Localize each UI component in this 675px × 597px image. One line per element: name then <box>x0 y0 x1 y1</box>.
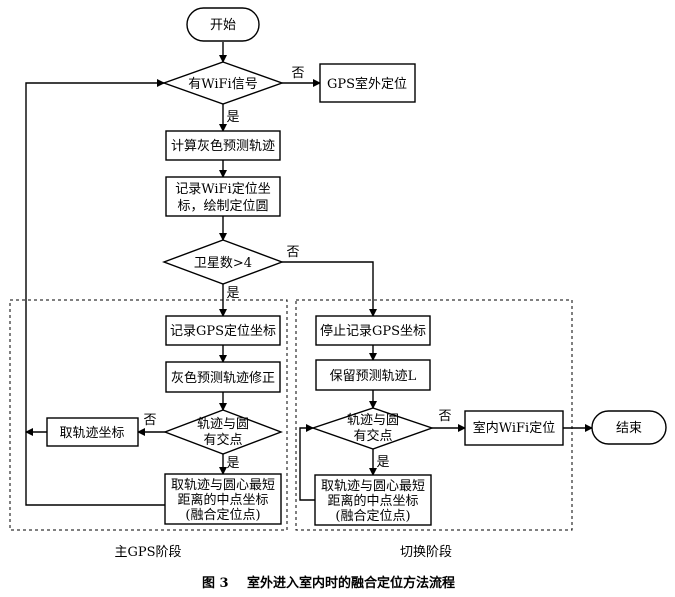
end-node <box>591 410 667 445</box>
intersect-right-label-1: 轨迹与圆 <box>347 413 399 428</box>
satellite-decision <box>161 239 285 285</box>
start-label: 开始 <box>210 18 236 33</box>
edge-label-yes-left: 是 <box>226 456 239 471</box>
fuse-right-node <box>314 474 432 526</box>
edge-label-no-right: 否 <box>438 409 451 424</box>
fuse-right-label-1: 取轨迹与圆心最短 <box>321 479 425 494</box>
fuse-left-label-3: (融合定位点) <box>185 508 260 523</box>
grey-correct-node <box>165 361 281 393</box>
satellite-decision-label: 卫星数>4 <box>194 256 252 271</box>
main-gps-region <box>9 299 288 531</box>
edge-label-no-left: 否 <box>143 413 156 428</box>
grey-predict-node <box>165 130 281 161</box>
edge-label-yes-wifi: 是 <box>226 110 239 125</box>
gps-outdoor-node <box>319 63 416 103</box>
record-wifi-label-2: 标，绘制定位圆 <box>177 199 268 214</box>
fuse-left-label-1: 取轨迹与圆心最短 <box>171 478 275 493</box>
indoor-wifi-label: 室内WiFi定位 <box>473 420 555 436</box>
wifi-decision <box>161 61 285 105</box>
grey-predict-label: 计算灰色预测轨迹 <box>171 138 275 154</box>
fuse-right-label-2: 距离的中点坐标 <box>327 493 418 509</box>
intersect-left-decision <box>163 409 283 455</box>
record-wifi-label-1: 记录WiFi定位坐 <box>175 182 270 197</box>
edge-loop-back <box>25 79 165 506</box>
fuse-left-node <box>164 473 282 525</box>
stop-gps-label: 停止记录GPS坐标 <box>320 323 426 339</box>
intersect-left-label-2: 有交点 <box>203 432 242 448</box>
indoor-wifi-node <box>464 410 564 446</box>
intersect-left-label-1: 轨迹与圆 <box>197 417 249 432</box>
edge-label-yes-right: 是 <box>376 455 389 470</box>
main-gps-region-label: 主GPS阶段 <box>114 545 181 560</box>
wifi-decision-label: 有WiFi信号 <box>188 77 257 92</box>
take-trajectory-label: 取轨迹坐标 <box>59 426 124 441</box>
switch-region <box>295 299 573 531</box>
keep-trajectory-node <box>315 359 431 391</box>
fuse-right-label-3: (融合定位点) <box>335 509 410 524</box>
figure-title: 室外进入室内时的融合定位方法流程 <box>247 575 455 591</box>
take-trajectory-node <box>46 417 139 447</box>
edge-label-yes-sat: 是 <box>226 286 239 301</box>
gps-outdoor-label: GPS室外定位 <box>327 76 407 92</box>
start-node <box>186 7 260 42</box>
intersect-right-decision <box>310 407 435 450</box>
grey-correct-label: 灰色预测轨迹修正 <box>171 370 275 386</box>
keep-trajectory-label: 保留预测轨迹L <box>330 369 417 384</box>
edge-fuseright-loop <box>299 424 315 501</box>
edge-label-no-wifi: 否 <box>291 66 304 81</box>
figure-number: 图 3 <box>202 576 229 591</box>
record-gps-label: 记录GPS定位坐标 <box>170 324 276 339</box>
intersect-right-label-2: 有交点 <box>353 428 392 444</box>
end-label: 结束 <box>616 421 642 436</box>
stop-gps-node <box>315 315 431 346</box>
edge-sat-stop <box>282 261 377 317</box>
switch-region-label: 切换阶段 <box>400 545 452 560</box>
fuse-left-label-2: 距离的中点坐标 <box>177 492 268 508</box>
record-wifi-node <box>165 176 281 217</box>
record-gps-node <box>165 315 281 346</box>
edge-label-no-sat: 否 <box>286 245 299 260</box>
